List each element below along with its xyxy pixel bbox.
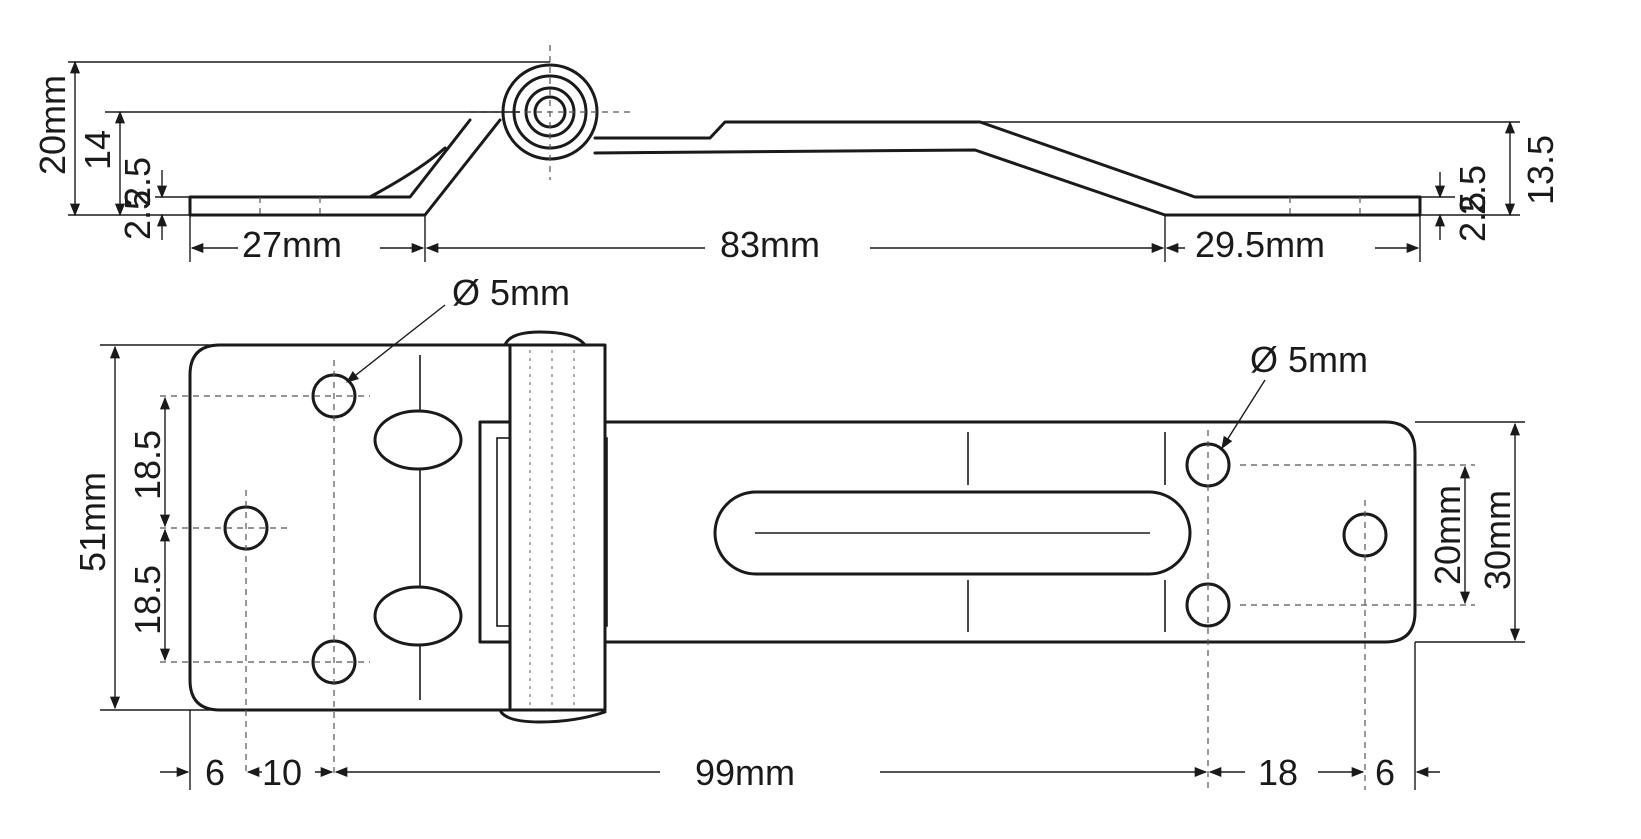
label-right-hole-dia: Ø 5mm <box>1250 339 1368 380</box>
label-pitch-lower: 18.5 <box>127 565 168 635</box>
top-knuckle <box>508 343 607 712</box>
label-overall-length: 99mm <box>695 752 795 793</box>
knuckle-top-cap <box>503 330 587 347</box>
side-left-rise <box>368 146 447 199</box>
side-left-plate <box>188 118 502 217</box>
label-plate-thick-right: 2.5 <box>1452 165 1493 215</box>
label-plate-thick-left-2: 2.5 <box>117 190 158 240</box>
label-left-edge-offset: 6 <box>205 752 225 793</box>
label-right-edge-offset: 6 <box>1375 752 1395 793</box>
side-right-plate <box>593 120 1422 217</box>
label-plate-thick-left: 2.5 <box>117 157 158 207</box>
knuckle-bottom-cap <box>498 708 607 724</box>
label-right-height: 13.5 <box>1520 135 1561 205</box>
label-left-hole-offset: 10 <box>262 752 302 793</box>
label-right-length: 29.5mm <box>1195 224 1325 265</box>
label-right-hole-offset: 18 <box>1258 752 1298 793</box>
label-pin-height: 14 <box>77 130 118 170</box>
top-view: Ø 5mm Ø 5mm 51mm 18.5 18.5 20mm 30mm 6 1… <box>72 272 1525 793</box>
leader-right-hole <box>1221 379 1266 450</box>
left-slot-upper <box>373 409 463 471</box>
label-left-length: 27mm <box>242 224 342 265</box>
leader-left-hole <box>346 304 446 383</box>
label-right-plate-width: 30mm <box>1477 490 1518 590</box>
label-right-hole-spacing: 20mm <box>1427 485 1468 585</box>
label-total-height: 20mm <box>32 75 73 175</box>
label-total-width: 51mm <box>72 472 113 572</box>
label-middle-length: 83mm <box>720 224 820 265</box>
label-pitch-upper: 18.5 <box>127 430 168 500</box>
label-plate-thick-right-2: 2.5 <box>1452 192 1493 242</box>
left-slot-lower <box>373 585 463 647</box>
label-left-hole-dia: Ø 5mm <box>452 272 570 313</box>
side-view: 20mm 14 2.5 2.5 27mm 83mm 29.5mm 13.5 2.… <box>32 45 1561 265</box>
